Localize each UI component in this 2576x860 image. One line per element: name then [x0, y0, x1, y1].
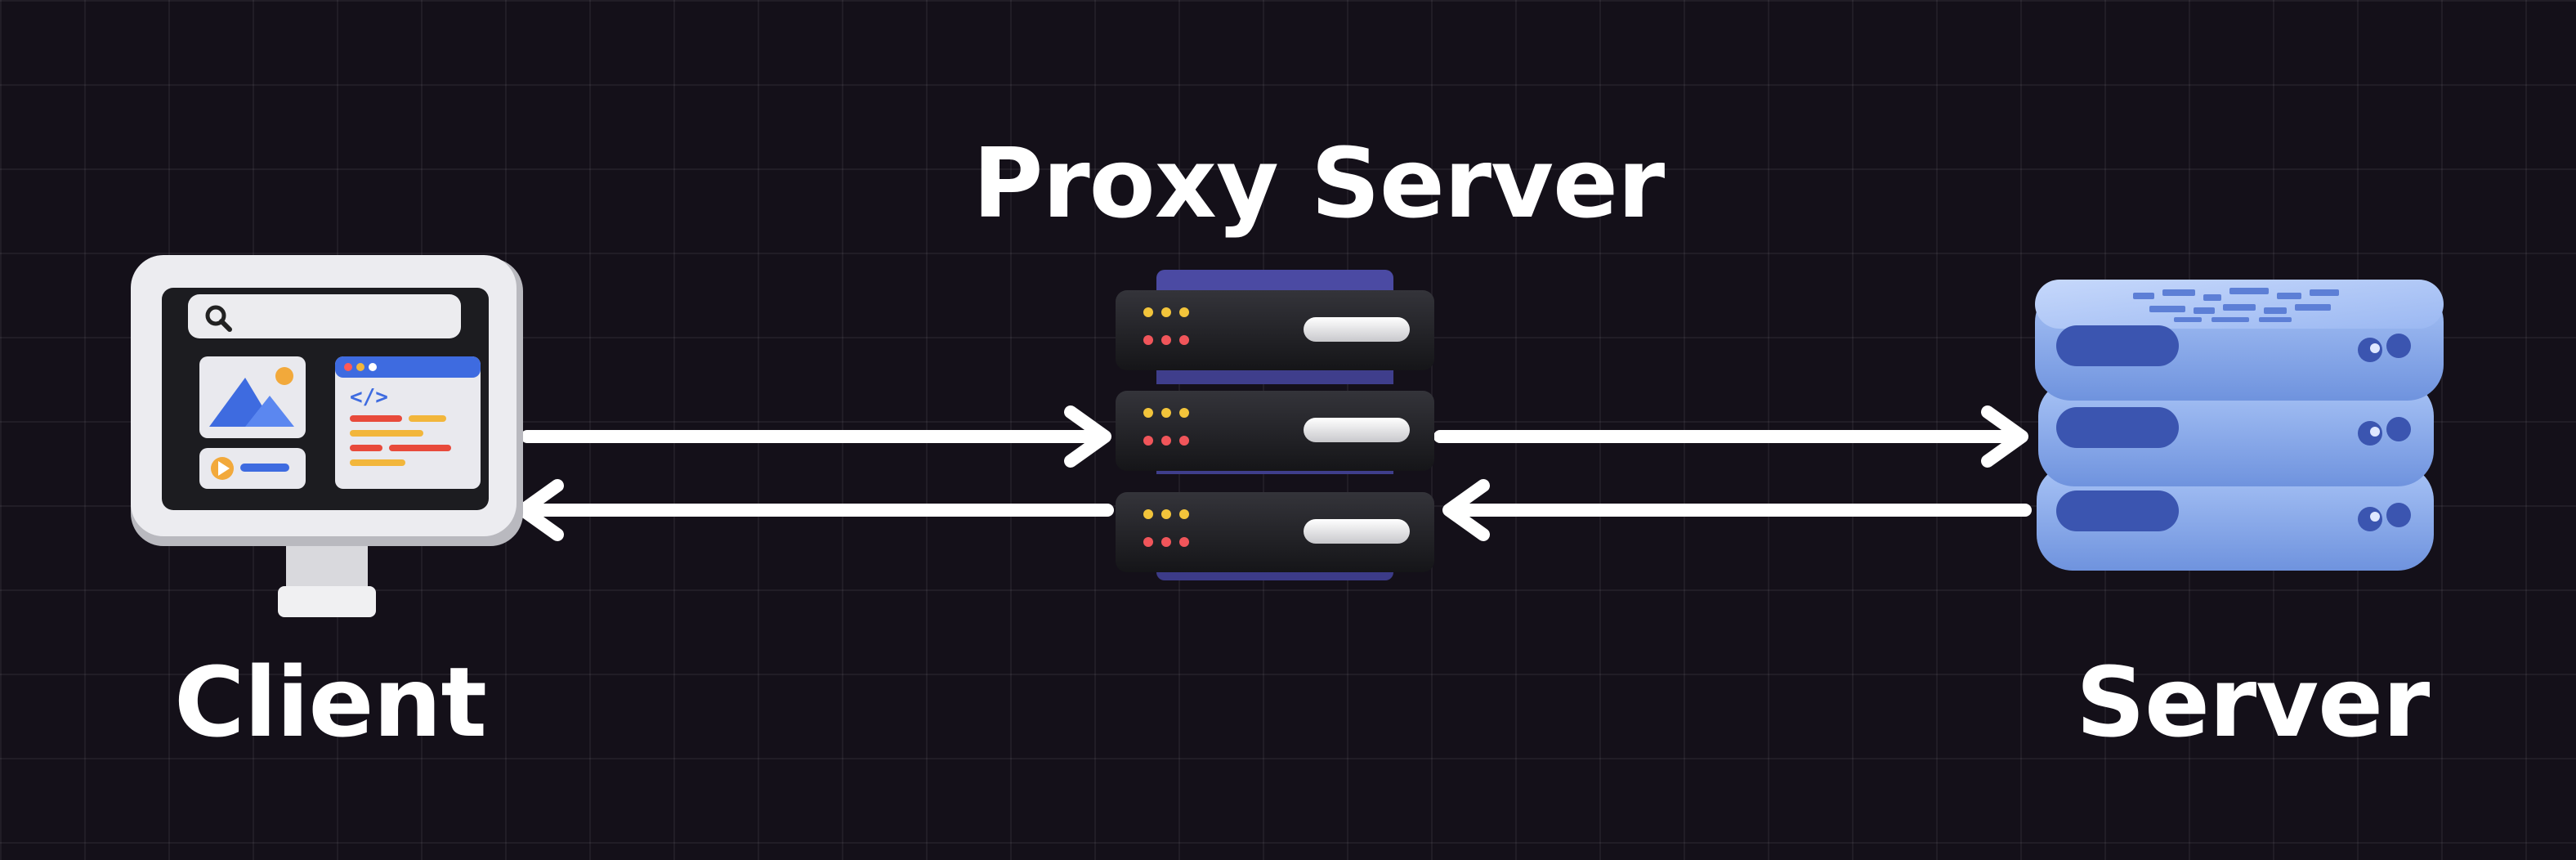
db-tier-2 [2038, 380, 2434, 486]
arrow-server-to-proxy [1442, 479, 2032, 541]
arrow-proxy-to-server [1433, 405, 2028, 468]
rack-unit-1 [1116, 290, 1434, 370]
server-node [2019, 270, 2460, 621]
desktop-monitor-icon: </> [131, 255, 523, 617]
database-server-icon [2035, 280, 2444, 571]
db-tier-3 [2037, 464, 2434, 571]
proxy-server-label: Proxy Server [973, 127, 1665, 240]
client-node: </> [131, 255, 523, 623]
client-label: Client [174, 646, 487, 759]
rack-unit-2 [1116, 391, 1434, 471]
server-label: Server [2076, 646, 2430, 759]
db-tier-1 [2035, 280, 2444, 401]
arrow-proxy-to-client [517, 479, 1114, 541]
svg-text:</>: </> [350, 385, 388, 410]
server-rack-icon [1116, 270, 1434, 580]
proxy-node [1107, 270, 1442, 613]
rack-unit-3 [1116, 492, 1434, 572]
arrow-client-to-proxy [521, 405, 1111, 468]
